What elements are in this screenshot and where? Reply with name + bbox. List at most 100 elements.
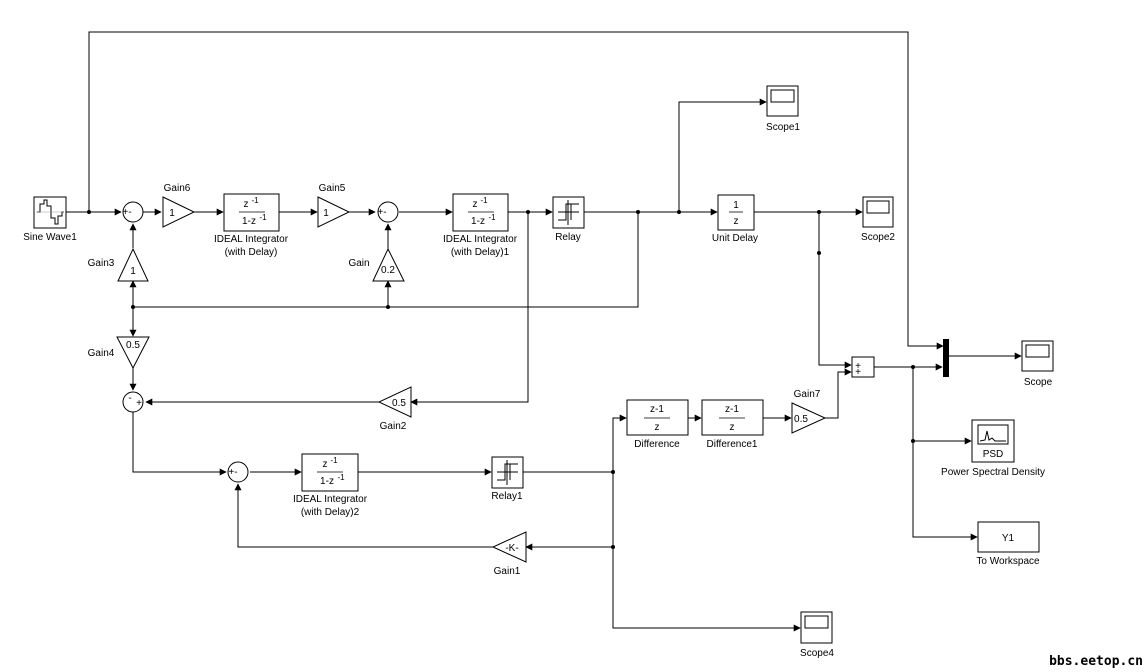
gain4-label: Gain4 (88, 348, 115, 359)
to-workspace-block[interactable]: Y1 (977, 521, 1040, 553)
wire-to-scope4[interactable] (612, 547, 801, 632)
svg-text:z: z (323, 459, 328, 470)
relay-block[interactable] (552, 196, 585, 229)
difference-block[interactable]: z-1 z (626, 399, 689, 436)
svg-text:PSD: PSD (983, 449, 1004, 460)
output-sum-block[interactable]: + + (851, 356, 875, 378)
gain5-block[interactable]: 1 (317, 196, 351, 228)
wire-int2-feedback[interactable] (410, 212, 529, 406)
watermark-text: bbs.eetop.cn (1049, 654, 1143, 669)
difference1-block[interactable]: z-1 z (701, 399, 764, 436)
gain3-block[interactable]: 1 (117, 247, 149, 282)
svg-text:0.5: 0.5 (392, 398, 406, 409)
psd-label: Power Spectral Density (941, 467, 1045, 478)
gain1-label: Gain1 (494, 566, 521, 577)
scope-label: Scope (1024, 377, 1053, 388)
svg-text:+-: +- (122, 207, 131, 218)
integrator2-label: IDEAL Integrator (443, 234, 518, 245)
scope-block[interactable] (1021, 340, 1054, 372)
branch-dot (611, 470, 615, 474)
svg-text:z: z (655, 422, 660, 433)
svg-text:-1: -1 (480, 196, 488, 205)
svg-text:1: 1 (130, 266, 136, 277)
branch-dot (817, 210, 821, 214)
branch-points (87, 210, 915, 549)
relay1-label: Relay1 (491, 491, 523, 502)
integrator3-sublabel: (with Delay)2 (301, 507, 360, 518)
scope2-block[interactable] (862, 196, 894, 228)
svg-text:z: z (473, 199, 478, 210)
gain6-label: Gain6 (164, 183, 191, 194)
svg-text:-1: -1 (259, 213, 267, 222)
integrator3-block[interactable]: z -1 1-z -1 (301, 453, 359, 492)
wire-gain1-to-sum4[interactable] (234, 483, 493, 548)
wire-to-workspace[interactable] (912, 441, 978, 541)
sum3-block[interactable]: - + (122, 391, 144, 413)
svg-text:z: z (244, 199, 249, 210)
branch-dot (131, 305, 135, 309)
sine-wave1-label: Sine Wave1 (23, 232, 77, 243)
sum4-block[interactable]: +- (227, 461, 249, 483)
branch-dot (87, 210, 91, 214)
svg-text:1: 1 (733, 200, 739, 211)
wire-to-psd[interactable] (912, 367, 972, 445)
svg-text:+-: +- (377, 207, 386, 218)
svg-text:z: z (734, 216, 739, 227)
wire-relay-feedback[interactable] (133, 212, 639, 308)
wire-unitdelay-to-sum-out[interactable] (818, 212, 852, 369)
unit-delay-block[interactable]: 1 z (717, 194, 755, 231)
gain7-label: Gain7 (794, 389, 821, 400)
wire-gain7-to-sum-out[interactable] (825, 368, 852, 419)
wire-sum3-to-sum4[interactable] (132, 412, 227, 476)
svg-text:1-z: 1-z (320, 476, 334, 487)
branch-dot (526, 210, 530, 214)
wire-sine-to-mux[interactable] (88, 31, 944, 350)
gain7-block[interactable]: 0.5 (791, 402, 827, 434)
sum1-block[interactable]: +- (122, 201, 144, 223)
branch-dot (636, 210, 640, 214)
mux-block[interactable] (943, 339, 949, 377)
integrator2-block[interactable]: z -1 1-z -1 (452, 193, 509, 232)
difference-label: Difference (634, 439, 680, 450)
sum2-block[interactable]: +- (377, 201, 399, 223)
difference1-label: Difference1 (707, 439, 758, 450)
wire-to-gain1[interactable] (525, 472, 614, 551)
svg-text:-: - (128, 393, 131, 404)
gain2-block[interactable]: 0.5 (377, 386, 412, 418)
integrator2-sublabel: (with Delay)1 (451, 247, 510, 258)
signal-lines (66, 31, 1022, 632)
psd-block[interactable]: PSD (971, 419, 1015, 463)
scope4-block[interactable] (800, 611, 833, 644)
scope1-label: Scope1 (766, 122, 800, 133)
relay1-block[interactable] (491, 456, 524, 489)
svg-text:z-1: z-1 (650, 404, 664, 415)
scope-screen-icon (1025, 344, 1050, 358)
integrator1-sublabel: (with Delay) (225, 247, 278, 258)
wire-to-difference[interactable] (612, 414, 627, 472)
svg-text:+: + (855, 367, 861, 378)
gain4-block[interactable]: 0.5 (116, 336, 150, 370)
scope-screen-icon (804, 615, 829, 629)
integrator1-label: IDEAL Integrator (214, 234, 289, 245)
branch-dot (611, 545, 615, 549)
svg-text:1: 1 (169, 208, 175, 219)
gain-block[interactable]: 0.2 (372, 247, 405, 282)
svg-text:+: + (136, 398, 142, 409)
branch-dot (911, 439, 915, 443)
gain2-label: Gain2 (380, 421, 407, 432)
gain3-label: Gain3 (88, 258, 115, 269)
svg-text:1-z: 1-z (471, 216, 485, 227)
svg-text:0.2: 0.2 (381, 265, 395, 276)
gain6-block[interactable]: 1 (162, 196, 196, 228)
wire-to-scope1[interactable] (678, 98, 767, 212)
svg-text:+: + (855, 361, 861, 372)
svg-text:-1: -1 (337, 473, 345, 482)
svg-text:-1: -1 (330, 456, 338, 465)
integrator1-block[interactable]: z -1 1-z -1 (223, 193, 280, 232)
gain1-block[interactable]: -K- (491, 531, 527, 563)
scope1-block[interactable] (766, 85, 799, 117)
branch-dot (911, 365, 915, 369)
relay-hysteresis-icon (558, 200, 579, 225)
sine-wave1-block[interactable] (33, 196, 67, 229)
